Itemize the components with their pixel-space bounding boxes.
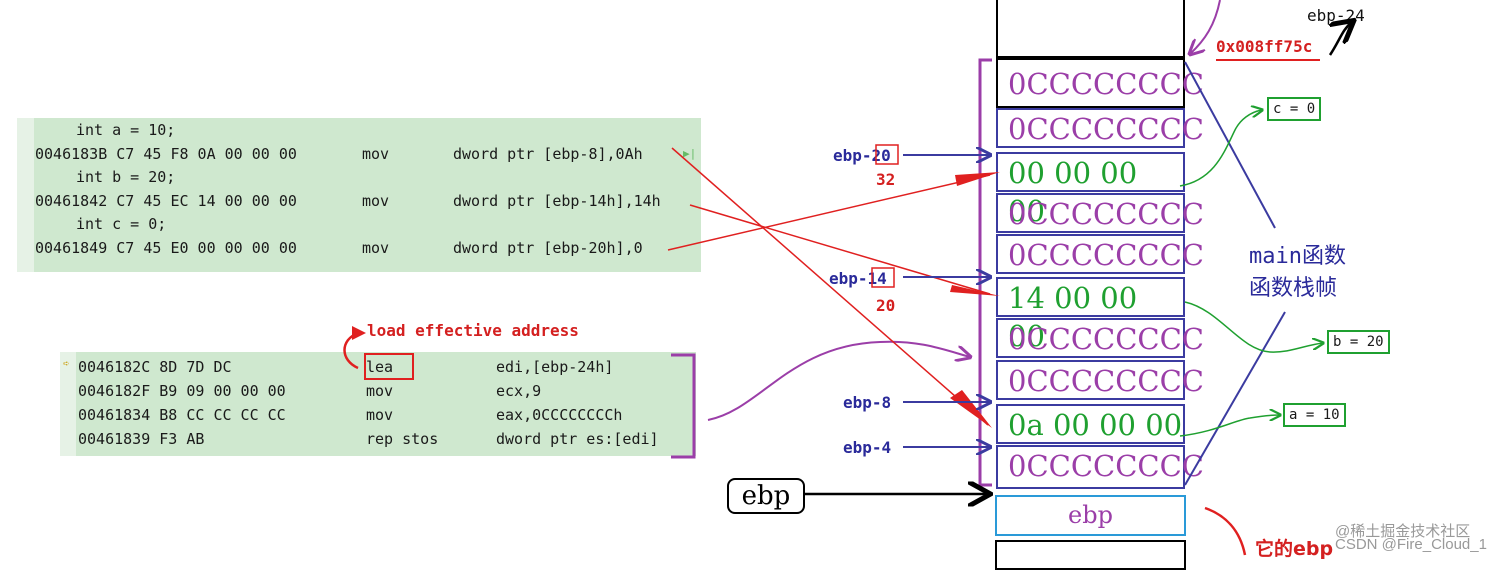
source-line: int c = 0;: [76, 215, 167, 233]
gutter: [17, 118, 34, 272]
asm-operand: eax,0CCCCCCCCh: [496, 406, 623, 424]
watermark-juejin: @稀土掘金技术社区: [1335, 523, 1471, 540]
var-b-box: b = 20: [1327, 330, 1390, 354]
green-arrow-c: [1179, 110, 1262, 187]
lea-curve-head: [352, 326, 366, 340]
stack-cell: 0CCCCCCCC: [996, 234, 1204, 274]
asm-operand: edi,[ebp-24h]: [496, 358, 614, 376]
red-line-c: [667, 174, 991, 251]
stack-cell: 0CCCCCCCC: [996, 108, 1204, 148]
play-marker-icon: ▶|: [683, 147, 697, 160]
asm-instruction: mov: [366, 406, 394, 424]
asm-address: 0046183B C7 45 F8 0A 00 00 00: [35, 145, 297, 163]
watermark-csdn: CSDN @Fire_Cloud_1: [1335, 536, 1487, 553]
ebp-20-decimal: 32: [876, 170, 896, 189]
disassembly-panel-top: int a = 10; 0046183B C7 45 F8 0A 00 00 0…: [17, 118, 701, 272]
stack-cell: 0CCCCCCCC: [996, 58, 1204, 108]
main-frame-label-2: 函数栈帧: [1249, 276, 1338, 301]
asm-address: 00461834 B8 CC CC CC CC: [78, 406, 286, 424]
asm-instruction: mov: [366, 382, 394, 400]
frame-line-top: [1184, 61, 1276, 229]
main-frame-label-1: main函数: [1249, 244, 1346, 269]
asm-instruction: rep stos: [366, 430, 439, 448]
asm-instruction: lea: [366, 358, 394, 376]
green-arrow-b: [1184, 301, 1323, 353]
red-line-a: [671, 147, 989, 426]
address-label: 0x008ff75c: [1216, 37, 1313, 56]
source-line: int a = 10;: [76, 121, 176, 139]
red-head-c: [955, 172, 1000, 186]
ebp-24-arrow: [1330, 22, 1352, 56]
stack-cell: 0CCCCCCCC: [996, 318, 1204, 358]
asm-operand: dword ptr [ebp-20h],0: [453, 239, 643, 257]
gutter: [60, 352, 76, 456]
current-line-arrow-icon: ➪: [63, 357, 70, 370]
code-bracket: [671, 353, 696, 459]
red-head-a: [950, 390, 992, 428]
lea-annotation: load effective address: [367, 321, 579, 340]
stack-cell: 0CCCCCCCC: [996, 445, 1204, 489]
var-a-box: a = 10: [1283, 403, 1346, 427]
asm-address: 00461839 F3 AB: [78, 430, 205, 448]
asm-instruction: mov: [362, 145, 390, 163]
asm-instruction: mov: [362, 239, 390, 257]
its-ebp-label: 它的ebp: [1255, 538, 1334, 560]
asm-address: 00461849 C7 45 E0 00 00 00 00: [35, 239, 297, 257]
stack-cell-b: 14 00 00 00: [996, 277, 1185, 353]
var-c-box: c = 0: [1267, 97, 1322, 121]
stack-cell-c: 00 00 00 00: [996, 152, 1185, 228]
stack-cell: 0CCCCCCCC: [996, 193, 1204, 233]
asm-instruction: mov: [362, 192, 390, 210]
frame-line-bottom: [1184, 311, 1286, 486]
red-line-b: [689, 204, 991, 295]
ebp-register-box: ebp: [727, 478, 805, 514]
red-head-b: [950, 285, 1000, 296]
ebp20-highlight: [875, 144, 899, 165]
asm-address: 0046182C 8D 7D DC: [78, 358, 232, 376]
its-ebp-curve: [1204, 506, 1247, 556]
disassembly-panel-bottom: ➪ 0046182C 8D 7D DC lea edi,[ebp-24h] 00…: [60, 352, 696, 456]
ebp-minus-8-label: ebp-8: [843, 393, 892, 412]
asm-operand: ecx,9: [496, 382, 542, 400]
purple-arrow-top: [1190, 0, 1221, 54]
stack-cell: 0CCCCCCCC: [996, 360, 1204, 400]
ebp14-highlight: [871, 267, 895, 288]
saved-ebp-cell: ebp: [995, 495, 1186, 536]
lea-highlight-box: [364, 353, 414, 380]
asm-operand: dword ptr [ebp-14h],14h: [453, 192, 661, 210]
lea-curve-arrow: [343, 331, 359, 370]
purple-curve-arrow: [707, 340, 970, 421]
asm-address: 00461842 C7 45 EC 14 00 00 00: [35, 192, 297, 210]
ebp-minus-4-label: ebp-4: [843, 438, 892, 457]
source-line: int b = 20;: [76, 168, 176, 186]
ebp-14-decimal: 20: [876, 296, 896, 315]
green-arrow-a: [1179, 415, 1280, 437]
asm-operand: dword ptr es:[edi]: [496, 430, 659, 448]
stack-cell-a: 0a 00 00 00: [996, 404, 1185, 444]
asm-operand: dword ptr [ebp-8],0Ah: [453, 145, 643, 163]
stack-cell-above: [996, 0, 1185, 58]
asm-address: 0046182F B9 09 00 00 00: [78, 382, 286, 400]
